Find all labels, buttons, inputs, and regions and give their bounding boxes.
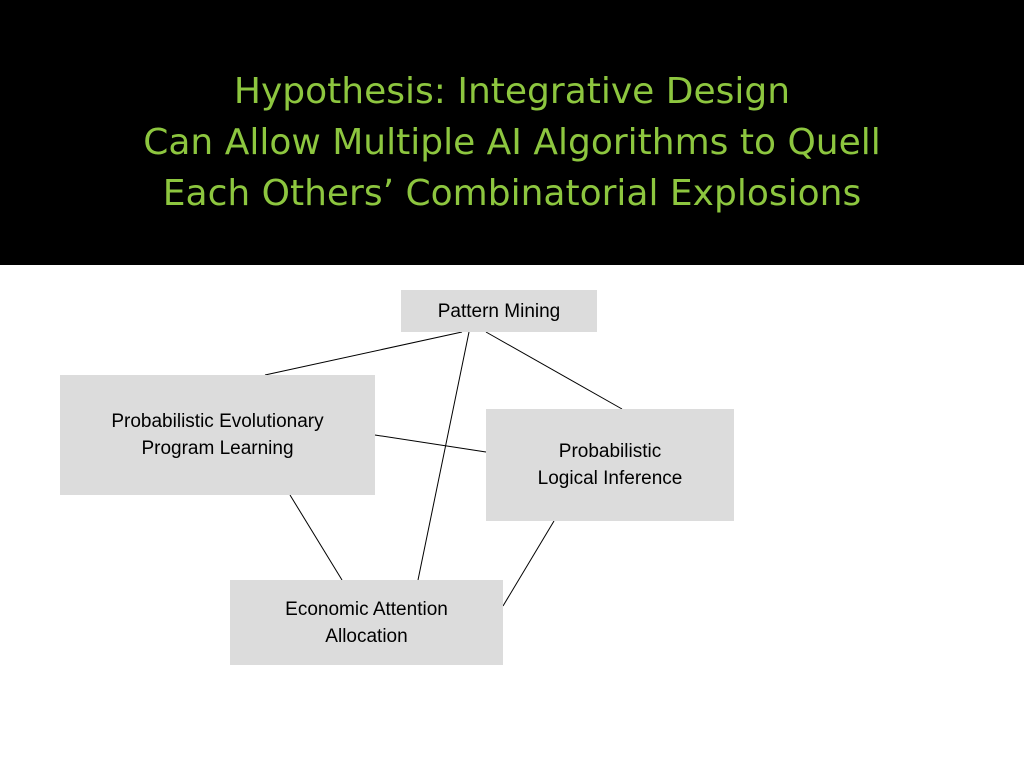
edge-pepl-ecan [289, 494, 343, 581]
edge-pattern-mining-pepl [264, 331, 463, 376]
edge-pattern-mining-pln [485, 331, 623, 410]
node-pattern-mining: Pattern Mining [401, 290, 597, 332]
title-line-3: Each Others’ Combinatorial Explosions [162, 173, 862, 214]
node-label-line: Program Learning [141, 438, 294, 459]
node-probabilistic-evolutionary-program-learning: Probabilistic Evolutionary Program Learn… [60, 375, 375, 495]
node-probabilistic-logical-inference: Probabilistic Logical Inference [486, 409, 734, 521]
edge-pattern-mining-ecan [417, 331, 470, 581]
edge-pln-ecan [502, 520, 555, 607]
node-label-line: Logical Inference [537, 468, 683, 489]
title-line-1: Hypothesis: Integrative Design [233, 71, 791, 112]
node-label-line: Probabilistic Evolutionary [111, 411, 324, 432]
slide-header: Hypothesis: Integrative Design Can Allow… [0, 0, 1024, 265]
slide-title: Hypothesis: Integrative Design Can Allow… [0, 66, 1024, 219]
node-label-line: Economic Attention [285, 598, 448, 620]
node-economic-attention-allocation: Economic Attention Allocation [230, 580, 503, 665]
node-label-line: Allocation [325, 625, 408, 647]
title-line-2: Can Allow Multiple AI Algorithms to Quel… [143, 122, 881, 163]
edge-pepl-pln [374, 434, 487, 453]
node-label-line: Pattern Mining [437, 300, 561, 322]
node-label-line: Probabilistic [558, 441, 662, 462]
